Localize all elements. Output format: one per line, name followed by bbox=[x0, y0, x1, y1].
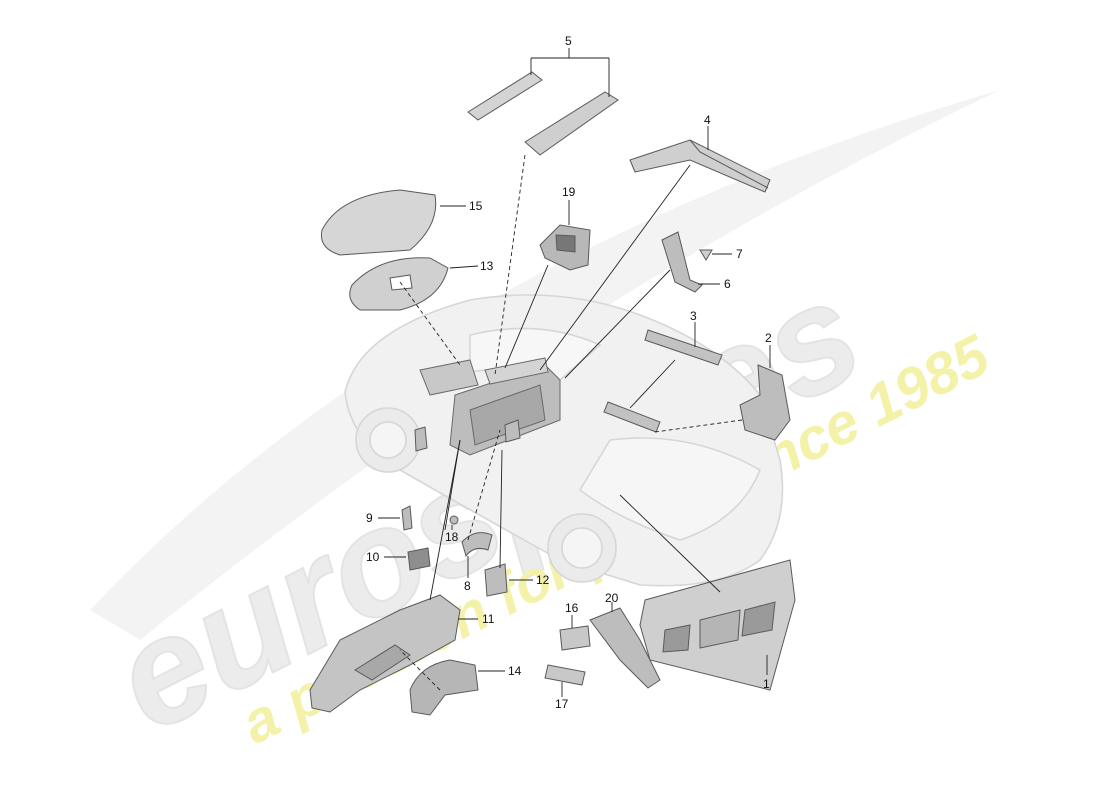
part-7 bbox=[699, 249, 713, 261]
callout-2: 2 bbox=[765, 331, 772, 345]
car-rear-wheel-hub bbox=[369, 421, 407, 459]
part-19 bbox=[539, 224, 591, 271]
part-11 bbox=[309, 594, 461, 713]
leader-3b bbox=[629, 359, 676, 409]
part-12 bbox=[484, 419, 521, 597]
callout-20: 20 bbox=[605, 591, 619, 605]
leader-5-assembly bbox=[494, 154, 526, 376]
callout-7: 7 bbox=[736, 247, 743, 261]
part-17 bbox=[544, 664, 586, 686]
engine-cover-insert bbox=[484, 357, 549, 385]
callout-1: 1 bbox=[763, 677, 770, 691]
firewall-detail bbox=[469, 384, 546, 446]
part-5 bbox=[467, 71, 619, 156]
part-9 bbox=[401, 426, 428, 531]
leader-lines bbox=[378, 48, 771, 697]
leader-19-assembly bbox=[504, 264, 549, 369]
callout-8: 8 bbox=[464, 579, 471, 593]
rear-shelf bbox=[419, 359, 479, 396]
callout-11: 11 bbox=[482, 612, 495, 626]
leader-4-assembly bbox=[539, 164, 691, 371]
callout-10: 10 bbox=[366, 550, 380, 564]
part-1 bbox=[639, 559, 796, 691]
callout-4: 4 bbox=[704, 113, 711, 127]
callout-9: 9 bbox=[366, 511, 373, 525]
callout-labels: 1 2 3 4 5 6 7 8 9 10 11 12 13 14 15 16 1… bbox=[366, 34, 772, 711]
car-front-wheel-hub bbox=[561, 527, 603, 569]
callout-14: 14 bbox=[508, 664, 522, 678]
part-10 bbox=[407, 547, 431, 571]
leader-2-assembly bbox=[654, 419, 743, 433]
central-assembly bbox=[419, 357, 561, 456]
callout-3: 3 bbox=[690, 309, 697, 323]
part-14 bbox=[409, 659, 479, 716]
callout-18: 18 bbox=[445, 530, 459, 544]
part-6 bbox=[661, 231, 703, 293]
leader-12-assembly bbox=[499, 449, 503, 569]
callout-5: 5 bbox=[565, 34, 572, 48]
callout-15: 15 bbox=[469, 199, 483, 213]
leader-13 bbox=[449, 265, 479, 269]
callout-19: 19 bbox=[562, 185, 576, 199]
car-bonnet bbox=[578, 437, 762, 541]
callout-6: 6 bbox=[724, 277, 731, 291]
watermark-swoosh bbox=[90, 90, 1000, 640]
part-4 bbox=[629, 139, 771, 193]
part-13 bbox=[349, 257, 449, 311]
part-20 bbox=[589, 607, 661, 689]
leader-18-assembly bbox=[444, 439, 461, 531]
part-2 bbox=[739, 364, 791, 441]
leader-8-assembly bbox=[467, 429, 501, 541]
leader-13-assembly bbox=[399, 281, 461, 366]
part-16 bbox=[559, 625, 591, 651]
callout-17: 17 bbox=[555, 697, 569, 711]
leader-14-assembly bbox=[399, 649, 441, 691]
part-15 bbox=[320, 189, 437, 256]
leader-6-assembly bbox=[564, 269, 671, 379]
leader-1-assembly bbox=[619, 494, 721, 593]
leader-11-assembly bbox=[429, 439, 461, 601]
callout-16: 16 bbox=[565, 601, 579, 615]
callout-13: 13 bbox=[480, 259, 494, 273]
part-18 bbox=[449, 515, 459, 525]
callout-12: 12 bbox=[536, 573, 550, 587]
part-8 bbox=[461, 532, 493, 558]
